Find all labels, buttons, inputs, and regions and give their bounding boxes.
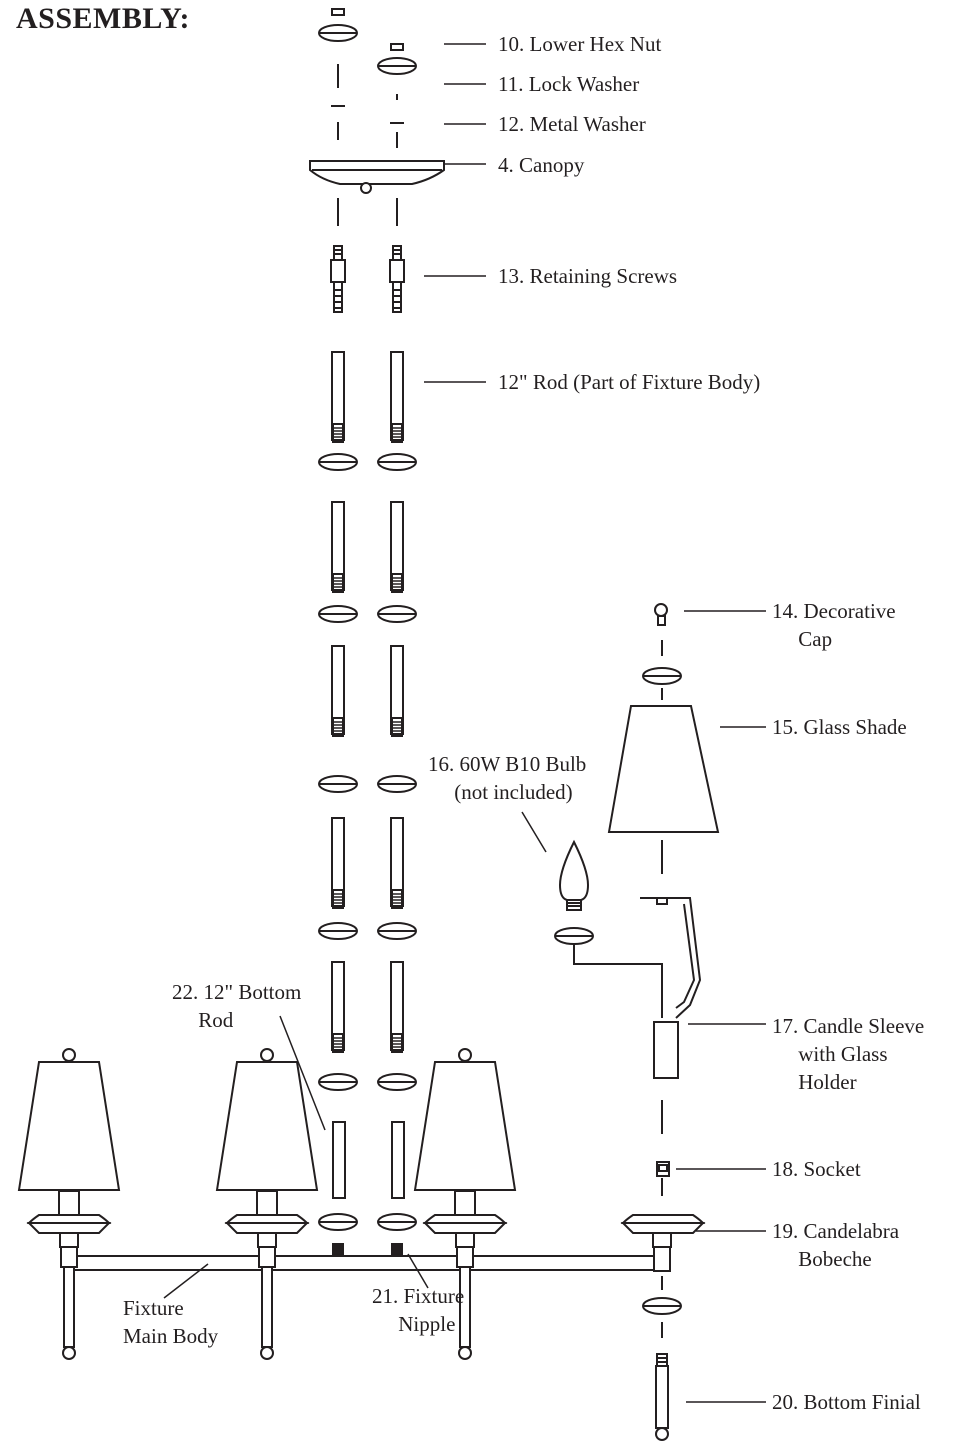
label-canopy: 4. Canopy [498, 153, 585, 177]
label-lower-hex-nut: 10. Lower Hex Nut [498, 32, 662, 56]
label-glass-shade: 15. Glass Shade [772, 715, 907, 739]
rod-left-1 [331, 351, 345, 443]
decorative-cap [654, 603, 668, 617]
label-candle-sleeve: 17. Candle Sleeve with Glass Holder [772, 1014, 925, 1094]
shade-washer [642, 667, 682, 685]
leader-lines [163, 43, 766, 1403]
bottom-rod-left [332, 1121, 346, 1199]
label-rod: 12" Rod (Part of Fixture Body) [498, 370, 761, 394]
label-decorative-cap: 14. Decorative Cap [772, 599, 896, 651]
label-fixture-main-body: Fixture Main Body [123, 1296, 219, 1348]
candle-sleeve [653, 1021, 679, 1079]
label-bobeche: 19. Candelabra Bobeche [772, 1219, 900, 1271]
label-metal-washer: 12. Metal Washer [498, 112, 646, 136]
bottom-finial [655, 1353, 669, 1441]
label-socket: 18. Socket [772, 1157, 861, 1181]
retaining-screw-left [330, 245, 346, 313]
bottom-rod-right [391, 1121, 405, 1199]
fixture-main-body-bar [69, 1255, 669, 1271]
lock-washer-right [377, 57, 417, 75]
exploded-lamp [607, 603, 720, 1441]
label-bottom-finial: 20. Bottom Finial [772, 1390, 921, 1414]
retaining-screw-right [389, 245, 405, 313]
lower-hex-nut-left [331, 8, 345, 16]
bulb [554, 839, 663, 1018]
label-bottom-rod: 22. 12" Bottom Rod [172, 980, 302, 1032]
lamp-arm-2 [216, 1048, 318, 1360]
left-hardware-column [318, 8, 358, 1257]
right-hardware-column [377, 43, 417, 1257]
label-lock-washer: 11. Lock Washer [498, 72, 640, 96]
label-fixture-nipple: 21. Fixture Nipple [372, 1284, 465, 1336]
label-retaining-screws: 13. Retaining Screws [498, 264, 678, 288]
canopy [309, 160, 445, 194]
glass-shade [607, 705, 720, 833]
page-title: ASSEMBLY: [16, 2, 191, 35]
label-bulb: 16. 60W B10 Bulb (not included) [428, 752, 587, 804]
lower-hex-nut-right [390, 43, 404, 51]
bobeche [620, 1214, 706, 1272]
lamp-arm-1 [18, 1048, 120, 1360]
lock-washer-left [318, 24, 358, 42]
bulb-washer [554, 927, 594, 945]
